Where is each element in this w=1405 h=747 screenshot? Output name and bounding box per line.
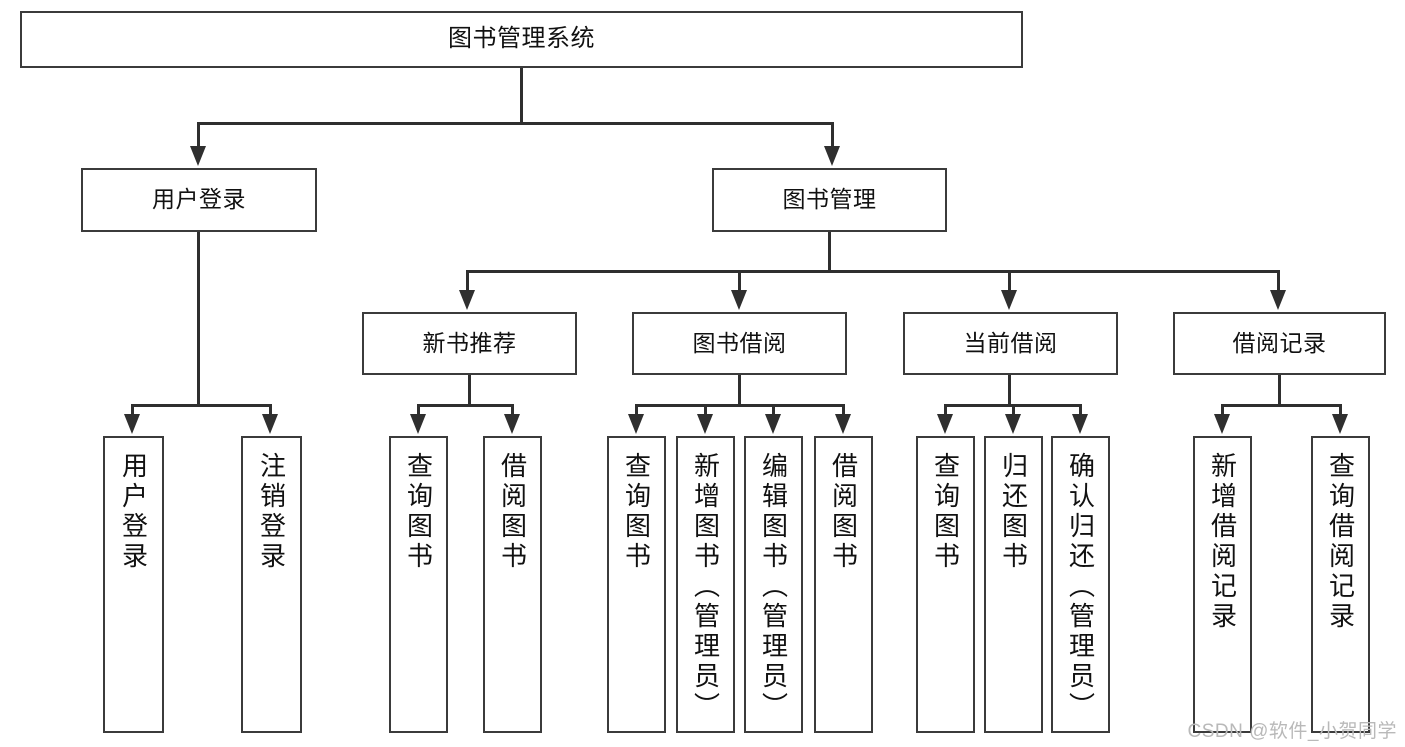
watermark: CSDN @软件_小贺同学 xyxy=(1187,721,1397,742)
connector-drop-borrow-record xyxy=(1277,270,1280,292)
arrowhead-leaf-edit-book xyxy=(765,414,781,434)
arrowhead-leaf-return-book xyxy=(1005,414,1021,434)
connector-drop-leaf-query-book-3 xyxy=(944,404,947,418)
node-new-book-recommend-label: 新书推荐 xyxy=(422,329,517,356)
node-leaf-add-book-label: 新增图书（管理员） xyxy=(690,452,721,722)
node-leaf-query-book-2[interactable]: 查询图书 xyxy=(607,436,666,733)
connector-new-book-recommend-stem xyxy=(468,375,471,404)
connector-drop-leaf-user-login xyxy=(131,404,134,418)
connector-drop-current-borrow xyxy=(1008,270,1011,292)
arrowhead-borrow-record xyxy=(1270,290,1286,310)
node-leaf-query-record-label: 查询借阅记录 xyxy=(1325,452,1356,632)
node-borrow-record-label: 借阅记录 xyxy=(1232,329,1327,356)
node-leaf-query-book-2-label: 查询图书 xyxy=(621,452,652,572)
connector-user-login-bus xyxy=(131,404,271,407)
connector-drop-book-manage xyxy=(831,122,834,148)
node-leaf-query-book-3[interactable]: 查询图书 xyxy=(916,436,975,733)
node-leaf-borrow-book-1[interactable]: 借阅图书 xyxy=(483,436,542,733)
node-leaf-edit-book[interactable]: 编辑图书（管理员） xyxy=(744,436,803,733)
arrowhead-leaf-logout xyxy=(262,414,278,434)
arrowhead-leaf-confirm-return xyxy=(1072,414,1088,434)
node-root[interactable]: 图书管理系统 xyxy=(20,11,1023,68)
node-user-login[interactable]: 用户登录 xyxy=(81,168,317,232)
arrowhead-leaf-query-book-1 xyxy=(410,414,426,434)
node-leaf-borrow-book-2-label: 借阅图书 xyxy=(828,452,859,572)
node-current-borrow[interactable]: 当前借阅 xyxy=(903,312,1118,375)
node-leaf-return-book-label: 归还图书 xyxy=(998,452,1029,572)
connector-borrow-record-stem xyxy=(1278,375,1281,404)
connector-drop-leaf-confirm-return xyxy=(1079,404,1082,418)
arrowhead-book-borrow xyxy=(731,290,747,310)
arrowhead-book-manage xyxy=(824,146,840,166)
connector-drop-leaf-edit-book xyxy=(772,404,775,418)
node-leaf-query-book-1[interactable]: 查询图书 xyxy=(389,436,448,733)
arrowhead-leaf-query-book-3 xyxy=(937,414,953,434)
connector-new-book-recommend-bus xyxy=(417,404,513,407)
node-leaf-logout-label: 注销登录 xyxy=(256,452,287,572)
node-root-label: 图书管理系统 xyxy=(448,25,595,53)
connector-drop-book-borrow xyxy=(738,270,741,292)
connector-drop-leaf-query-book-1 xyxy=(417,404,420,418)
connector-drop-leaf-query-record xyxy=(1339,404,1342,418)
arrowhead-leaf-add-book xyxy=(697,414,713,434)
arrowhead-leaf-borrow-book-2 xyxy=(835,414,851,434)
connector-book-borrow-bus xyxy=(635,404,844,407)
connector-drop-leaf-borrow-book-2 xyxy=(842,404,845,418)
node-leaf-query-record[interactable]: 查询借阅记录 xyxy=(1311,436,1370,733)
node-leaf-user-login-label: 用户登录 xyxy=(118,452,149,572)
connector-drop-leaf-borrow-book-1 xyxy=(511,404,514,418)
connector-drop-leaf-query-book-2 xyxy=(635,404,638,418)
connector-current-borrow-stem xyxy=(1008,375,1011,404)
connector-root-stem xyxy=(520,68,523,122)
node-borrow-record[interactable]: 借阅记录 xyxy=(1173,312,1386,375)
connector-level2-bus xyxy=(197,122,834,125)
arrowhead-leaf-query-record xyxy=(1332,414,1348,434)
connector-user-login-stem xyxy=(197,232,200,404)
connector-drop-new-book-recommend xyxy=(466,270,469,292)
node-book-manage[interactable]: 图书管理 xyxy=(712,168,947,232)
connector-borrow-record-bus xyxy=(1221,404,1341,407)
node-leaf-logout[interactable]: 注销登录 xyxy=(241,436,302,733)
arrowhead-current-borrow xyxy=(1001,290,1017,310)
node-leaf-add-record-label: 新增借阅记录 xyxy=(1207,452,1238,632)
connector-drop-leaf-logout xyxy=(269,404,272,418)
connector-drop-user-login xyxy=(197,122,200,148)
arrowhead-leaf-query-book-2 xyxy=(628,414,644,434)
node-leaf-add-record[interactable]: 新增借阅记录 xyxy=(1193,436,1252,733)
node-book-borrow-label: 图书借阅 xyxy=(692,329,787,356)
node-book-manage-label: 图书管理 xyxy=(782,186,877,213)
node-leaf-borrow-book-2[interactable]: 借阅图书 xyxy=(814,436,873,733)
arrowhead-user-login xyxy=(190,146,206,166)
connector-level3-bus xyxy=(466,270,1278,273)
node-leaf-confirm-return[interactable]: 确认归还（管理员） xyxy=(1051,436,1110,733)
node-leaf-add-book[interactable]: 新增图书（管理员） xyxy=(676,436,735,733)
arrowhead-leaf-add-record xyxy=(1214,414,1230,434)
connector-book-borrow-stem xyxy=(738,375,741,404)
node-new-book-recommend[interactable]: 新书推荐 xyxy=(362,312,577,375)
node-current-borrow-label: 当前借阅 xyxy=(963,329,1058,356)
arrowhead-leaf-borrow-book-1 xyxy=(504,414,520,434)
node-leaf-user-login[interactable]: 用户登录 xyxy=(103,436,164,733)
connector-drop-leaf-add-record xyxy=(1221,404,1224,418)
node-leaf-edit-book-label: 编辑图书（管理员） xyxy=(758,452,789,722)
node-leaf-query-book-1-label: 查询图书 xyxy=(403,452,434,572)
node-leaf-borrow-book-1-label: 借阅图书 xyxy=(497,452,528,572)
connector-book-manage-stem xyxy=(828,232,831,270)
node-book-borrow[interactable]: 图书借阅 xyxy=(632,312,847,375)
node-leaf-return-book[interactable]: 归还图书 xyxy=(984,436,1043,733)
connector-drop-leaf-return-book xyxy=(1012,404,1015,418)
arrowhead-new-book-recommend xyxy=(459,290,475,310)
node-user-login-label: 用户登录 xyxy=(152,186,246,213)
node-leaf-query-book-3-label: 查询图书 xyxy=(930,452,961,572)
node-leaf-confirm-return-label: 确认归还（管理员） xyxy=(1065,452,1096,722)
connector-drop-leaf-add-book xyxy=(704,404,707,418)
arrowhead-leaf-user-login xyxy=(124,414,140,434)
